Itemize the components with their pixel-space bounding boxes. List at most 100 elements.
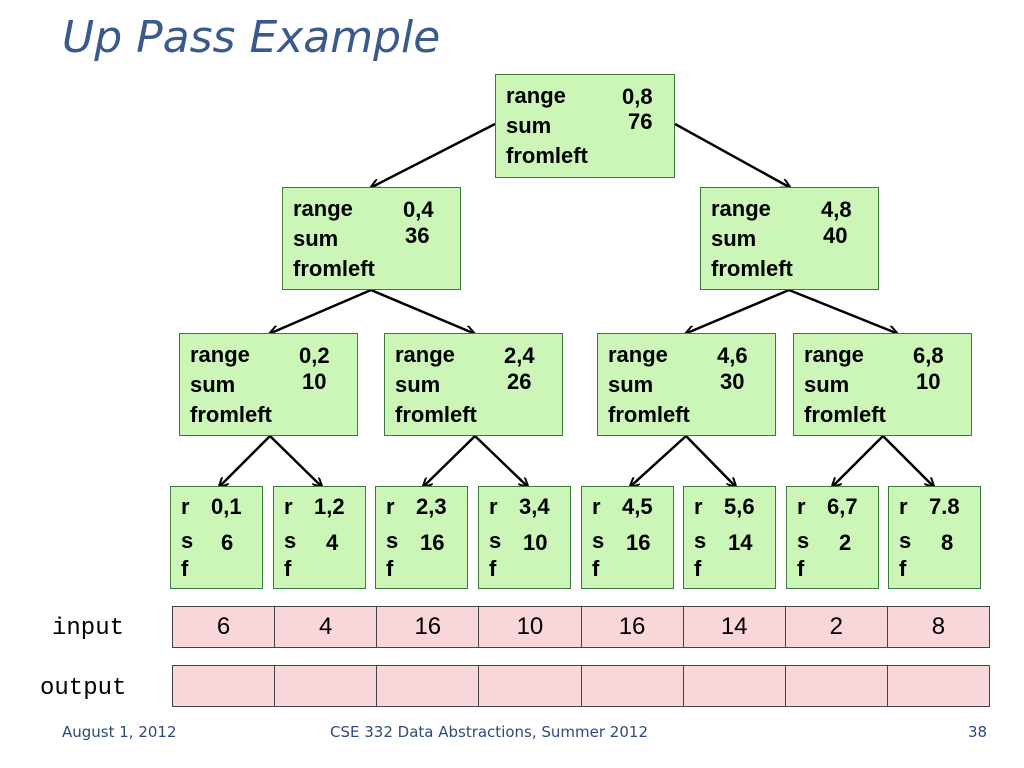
sum-label: sum [804, 372, 850, 397]
r-label: r [592, 494, 601, 519]
edge-24-34 [474, 435, 527, 486]
s-label: s [489, 528, 502, 553]
range-label: range [608, 342, 668, 367]
range-label: range [506, 83, 566, 108]
node-sum: 36 [405, 223, 430, 248]
f-label: f [592, 556, 600, 581]
leaf-range: 2,3 [416, 494, 447, 519]
output-cell [376, 665, 480, 707]
node-sum: 26 [507, 369, 532, 394]
leaf-range: 4,5 [622, 494, 653, 519]
tree-leaf-2-3: r s f 2,3 16 [375, 486, 468, 589]
tree-node-4-6: range sum fromleft 4,6 30 [597, 333, 776, 436]
sum-label: sum [293, 226, 339, 251]
input-cell: 2 [784, 606, 888, 648]
input-label: input [52, 615, 125, 642]
range-label: range [804, 342, 864, 367]
output-label: output [40, 675, 127, 702]
edge-46-56 [685, 435, 735, 486]
input-cell: 16 [376, 606, 480, 648]
node-range: 0,4 [403, 197, 434, 222]
input-array: 6 4 16 10 16 14 2 8 [172, 606, 990, 648]
edge-02-12 [269, 435, 321, 486]
leaf-sum: 16 [420, 530, 445, 555]
node-sum: 40 [823, 223, 848, 248]
leaf-sum: 14 [728, 530, 753, 555]
leaf-sum: 2 [839, 530, 852, 555]
r-label: r [489, 494, 498, 519]
sum-label: sum [506, 113, 552, 138]
footer-course: CSE 332 Data Abstractions, Summer 2012 [330, 723, 648, 741]
leaf-sum: 6 [221, 530, 234, 555]
range-label: range [711, 196, 771, 221]
tree-leaf-0-1: r s f 0,1 6 [170, 486, 263, 589]
leaf-sum: 10 [523, 530, 548, 555]
r-label: r [694, 494, 703, 519]
edge-04-24 [370, 288, 473, 333]
s-label: s [284, 528, 297, 553]
f-label: f [181, 556, 189, 581]
fromleft-label: fromleft [190, 402, 272, 427]
tree-leaf-6-7: r s f 6,7 2 [786, 486, 879, 589]
leaf-range: 1,2 [314, 494, 345, 519]
s-label: s [181, 528, 194, 553]
s-label: s [592, 528, 605, 553]
fromleft-label: fromleft [608, 402, 690, 427]
output-array [172, 665, 990, 707]
tree-leaf-7-8: r s f 7.8 8 [888, 486, 981, 589]
f-label: f [489, 556, 497, 581]
input-cell: 8 [886, 606, 990, 648]
sum-label: sum [711, 226, 757, 251]
edge-24-23 [424, 435, 476, 486]
fromleft-label: fromleft [711, 256, 793, 281]
edge-04-02 [271, 288, 372, 333]
output-cell [478, 665, 582, 707]
output-cell [580, 665, 684, 707]
s-label: s [899, 528, 912, 553]
tree-node-0-4: range sum fromleft 0,4 36 [282, 187, 461, 290]
fromleft-label: fromleft [395, 402, 477, 427]
edge-02-01 [220, 435, 271, 486]
tree-node-6-8: range sum fromleft 6,8 10 [793, 333, 972, 436]
input-cell: 4 [274, 606, 378, 648]
edge-48-46 [687, 288, 790, 333]
leaf-range: 6,7 [827, 494, 858, 519]
node-range: 0,8 [622, 84, 653, 109]
edge-root-left [372, 122, 496, 187]
f-label: f [386, 556, 394, 581]
node-range: 2,4 [504, 343, 535, 368]
leaf-range: 0,1 [211, 494, 242, 519]
fromleft-label: fromleft [293, 256, 375, 281]
range-label: range [190, 342, 250, 367]
s-label: s [694, 528, 707, 553]
r-label: r [181, 494, 190, 519]
node-range: 4,8 [821, 197, 852, 222]
r-label: r [386, 494, 395, 519]
tree-leaf-3-4: r s f 3,4 10 [478, 486, 571, 589]
range-label: range [395, 342, 455, 367]
leaf-range: 3,4 [519, 494, 550, 519]
sum-label: sum [395, 372, 441, 397]
output-cell [682, 665, 786, 707]
output-cell [274, 665, 378, 707]
edge-root-right [674, 122, 789, 187]
footer-date: August 1, 2012 [62, 723, 177, 741]
leaf-range: 7.8 [929, 494, 960, 519]
s-label: s [797, 528, 810, 553]
node-range: 0,2 [299, 343, 330, 368]
tree-leaf-4-5: r s f 4,5 16 [581, 486, 674, 589]
f-label: f [797, 556, 805, 581]
f-label: f [694, 556, 702, 581]
tree-node-0-2: range sum fromleft 0,2 10 [179, 333, 358, 436]
leaf-range: 5,6 [724, 494, 755, 519]
tree-node-root: range sum fromleft 0,8 76 [495, 74, 675, 178]
edge-68-67 [833, 435, 884, 486]
output-cell [886, 665, 990, 707]
sum-label: sum [608, 372, 654, 397]
leaf-sum: 4 [326, 530, 339, 555]
fromleft-label: fromleft [804, 402, 886, 427]
edge-68-78 [882, 435, 933, 486]
leaf-sum: 16 [626, 530, 651, 555]
tree-node-2-4: range sum fromleft 2,4 26 [384, 333, 563, 436]
range-label: range [293, 196, 353, 221]
